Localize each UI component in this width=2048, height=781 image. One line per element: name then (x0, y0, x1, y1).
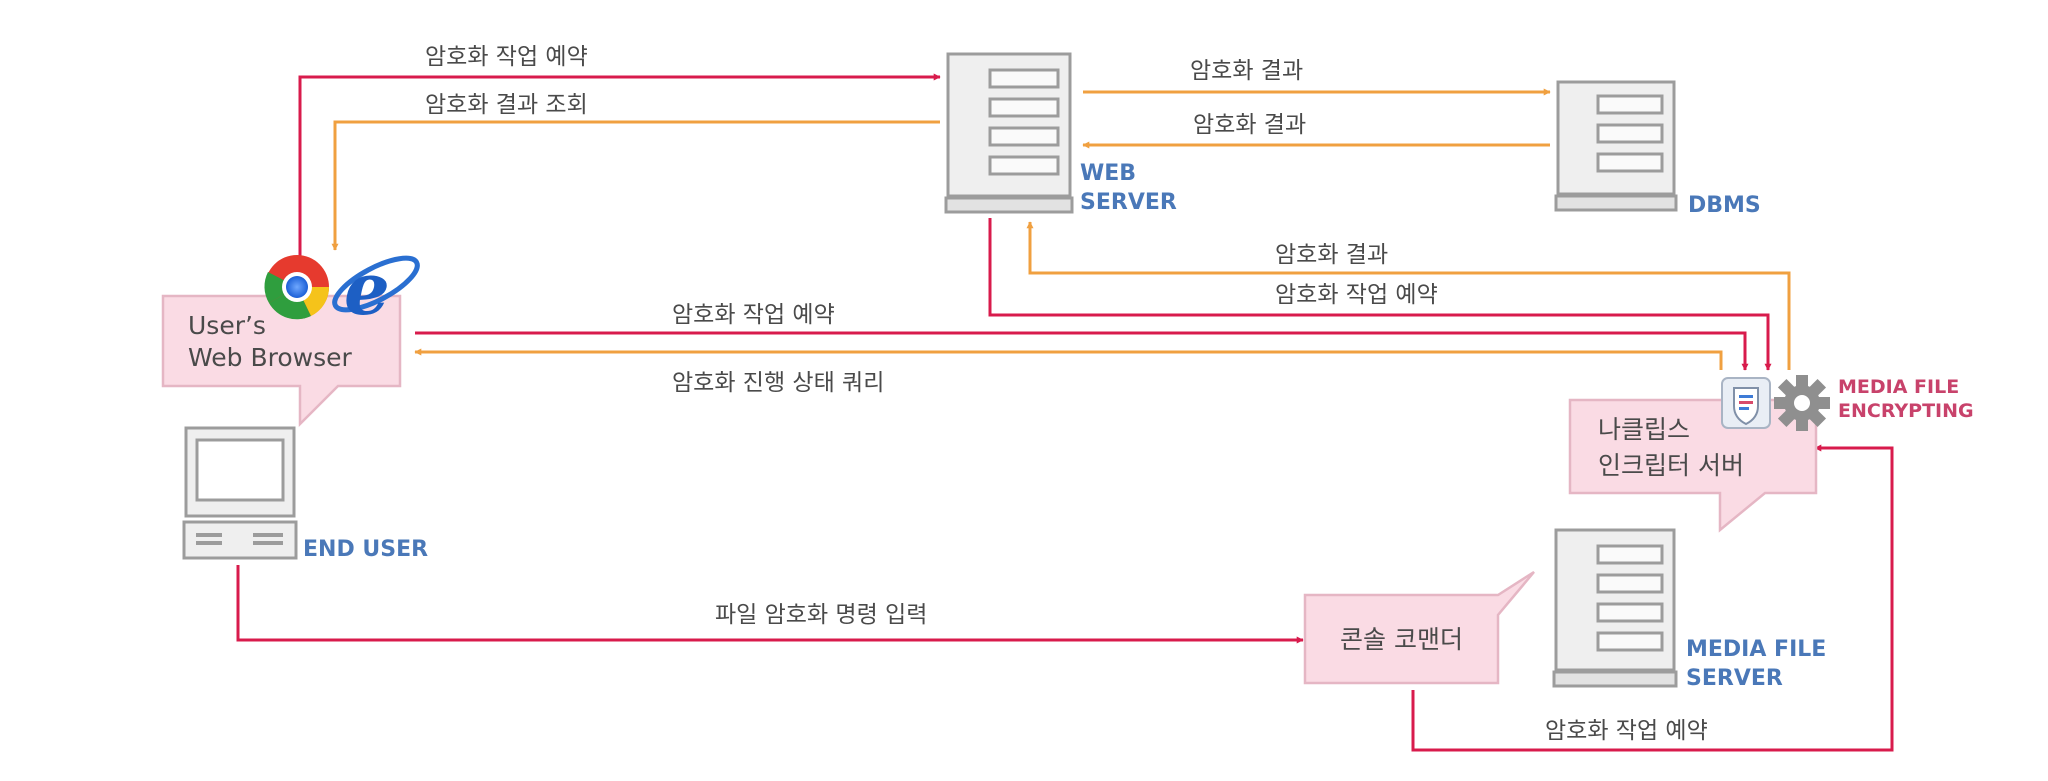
edges (236, 73, 1894, 752)
edge-encryptor-to-browser-progress (414, 348, 1723, 370)
internet-explorer-icon: e (332, 246, 420, 331)
web-server-label-line2: SERVER (1080, 190, 1177, 215)
edge-web-to-browser-query (331, 120, 940, 251)
label-encryptor-to-browser-progress: 암호화 진행 상태 쿼리 (672, 370, 884, 396)
server-icon (1554, 80, 1678, 212)
encryptor-bubble-line2: 인크립터 서버 (1598, 451, 1744, 480)
label-enduser-to-console-command: 파일 암호화 명령 입력 (715, 602, 927, 628)
server-icon (944, 52, 1074, 214)
console-bubble: 콘솔 코맨더 (1303, 570, 1535, 685)
edge-browser-to-encryptor-reserve (415, 331, 1749, 371)
edge-encryptor-to-web-result (1026, 221, 1791, 370)
edge-enduser-to-console (236, 565, 1304, 644)
chrome-icon (264, 255, 330, 320)
label-browser-to-encryptor-reserve: 암호화 작업 예약 (672, 302, 835, 328)
browser-bubble-line2: Web Browser (188, 343, 352, 372)
dbms-label: DBMS (1688, 193, 1761, 218)
shield-document-icon (1721, 377, 1771, 429)
server-icon (1552, 528, 1678, 688)
media-encrypting-label-line2: ENCRYPTING (1838, 400, 1974, 422)
console-bubble-text: 콘솔 코맨더 (1340, 625, 1463, 654)
encryptor-bubble-line1: 나클립스 (1598, 415, 1690, 444)
label-web-to-dbms-result: 암호화 결과 (1190, 58, 1303, 84)
computer-icon (182, 426, 298, 560)
browser-bubble: User’s Web Browser (161, 294, 402, 428)
gear-icon (1774, 375, 1830, 431)
end-user-label: END USER (303, 537, 428, 562)
web-server-label-line1: WEB (1080, 161, 1136, 186)
media-file-server-node: MEDIA FILE SERVER (1552, 528, 1826, 691)
end-user-node: END USER (182, 426, 428, 562)
label-web-to-encryptor-reserve: 암호화 작업 예약 (1275, 282, 1438, 308)
edge-console-to-encryptor (1411, 444, 1894, 752)
edge-browser-to-web-reserve (298, 73, 941, 260)
label-web-to-browser-query: 암호화 결과 조회 (425, 92, 588, 118)
svg-text:e: e (344, 246, 390, 331)
label-browser-to-web-reserve: 암호화 작업 예약 (425, 44, 588, 70)
media-encrypting-label-line1: MEDIA FILE (1838, 376, 1959, 398)
dbms-node: DBMS (1554, 80, 1761, 218)
web-server-node: WEB SERVER (944, 52, 1177, 215)
label-dbms-to-web-result: 암호화 결과 (1193, 112, 1306, 138)
edge-web-to-encryptor-reserve (988, 218, 1772, 371)
label-encryptor-to-web-result: 암호화 결과 (1275, 242, 1388, 268)
media-file-server-label-line1: MEDIA FILE (1686, 637, 1826, 662)
media-file-server-label-line2: SERVER (1686, 666, 1783, 691)
edge-labels: 암호화 작업 예약 암호화 결과 조회 암호화 결과 암호화 결과 암호화 결과… (425, 44, 1708, 744)
label-console-to-encryptor-reserve: 암호화 작업 예약 (1545, 718, 1708, 744)
browser-bubble-line1: User’s (188, 311, 266, 340)
